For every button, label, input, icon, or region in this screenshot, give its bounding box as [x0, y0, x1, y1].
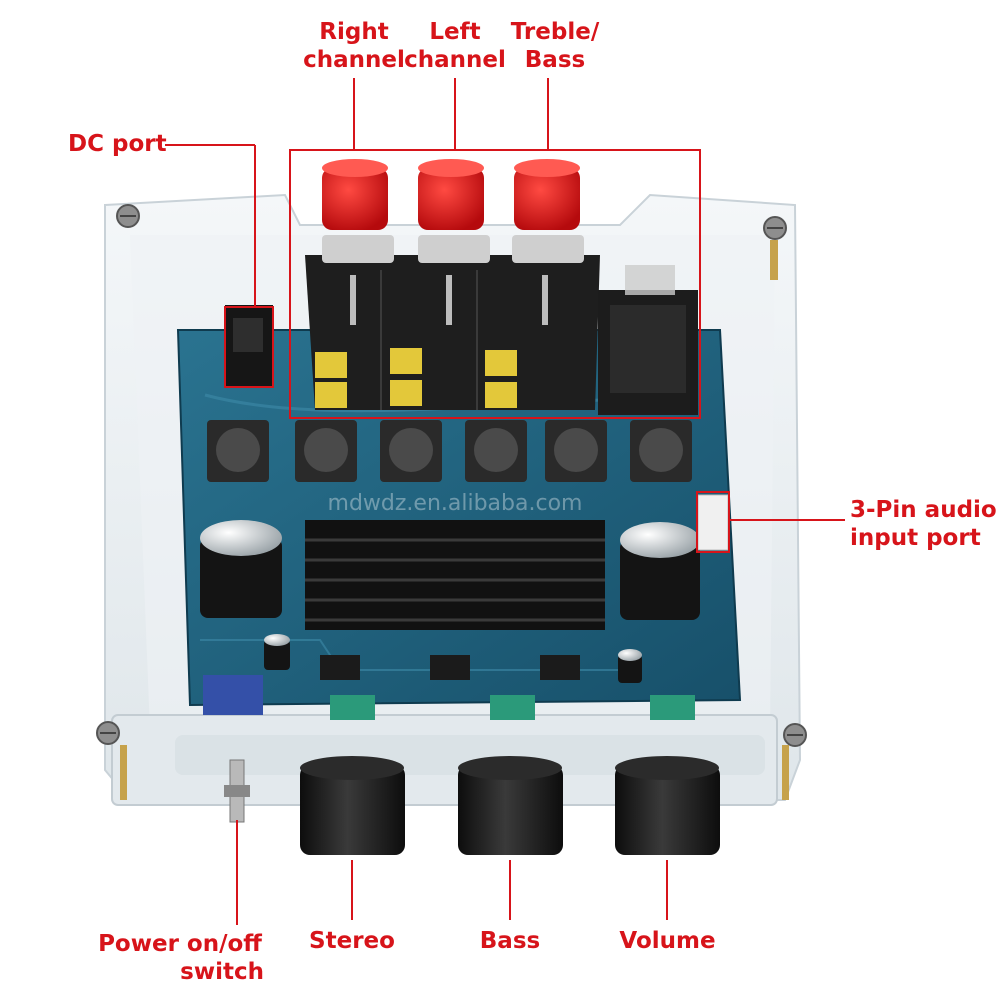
- label-treble-bass-line1: Treble/: [510, 19, 600, 45]
- label-treble-bass-line2: Bass: [524, 47, 586, 73]
- label-right-channel-line2: channel: [303, 47, 405, 73]
- three-pin-connector: [697, 494, 729, 551]
- label-right-channel-line1: Right: [319, 19, 389, 45]
- label-left-channel: Left channel: [400, 18, 510, 74]
- callout-lines: [165, 78, 845, 925]
- label-bass: Bass: [479, 928, 541, 954]
- screws: [96, 204, 807, 800]
- watermark: mdwdz.en.alibaba.com: [328, 491, 583, 516]
- label-power-switch-line1: Power on/off: [98, 931, 262, 957]
- label-audio-input: 3-Pin audio input port: [850, 496, 997, 552]
- label-dc-port: DC port: [68, 131, 167, 157]
- dc-jack: [225, 305, 273, 387]
- electrolytic-capacitors: [200, 520, 700, 683]
- label-treble-bass: Treble/ Bass: [500, 18, 610, 74]
- label-right-channel: Right channel: [300, 18, 408, 74]
- label-left-channel-line1: Left: [429, 19, 481, 45]
- label-power-switch: Power on/off switch: [90, 930, 270, 986]
- label-audio-input-line1: 3-Pin audio: [850, 497, 997, 523]
- knobs: [300, 756, 720, 855]
- label-volume: Volume: [619, 928, 716, 954]
- speaker-terminals: [305, 235, 600, 410]
- heatsink: [305, 520, 605, 630]
- label-left-channel-line2: channel: [404, 47, 506, 73]
- red-binding-posts: [322, 159, 580, 230]
- small-components: [203, 655, 695, 720]
- film-capacitors: [315, 348, 517, 408]
- audio-jack: [598, 265, 698, 415]
- label-power-switch-line2: switch: [180, 959, 264, 985]
- label-stereo: Stereo: [309, 928, 395, 954]
- label-audio-input-line2: input port: [850, 525, 981, 551]
- inductors: [207, 420, 692, 482]
